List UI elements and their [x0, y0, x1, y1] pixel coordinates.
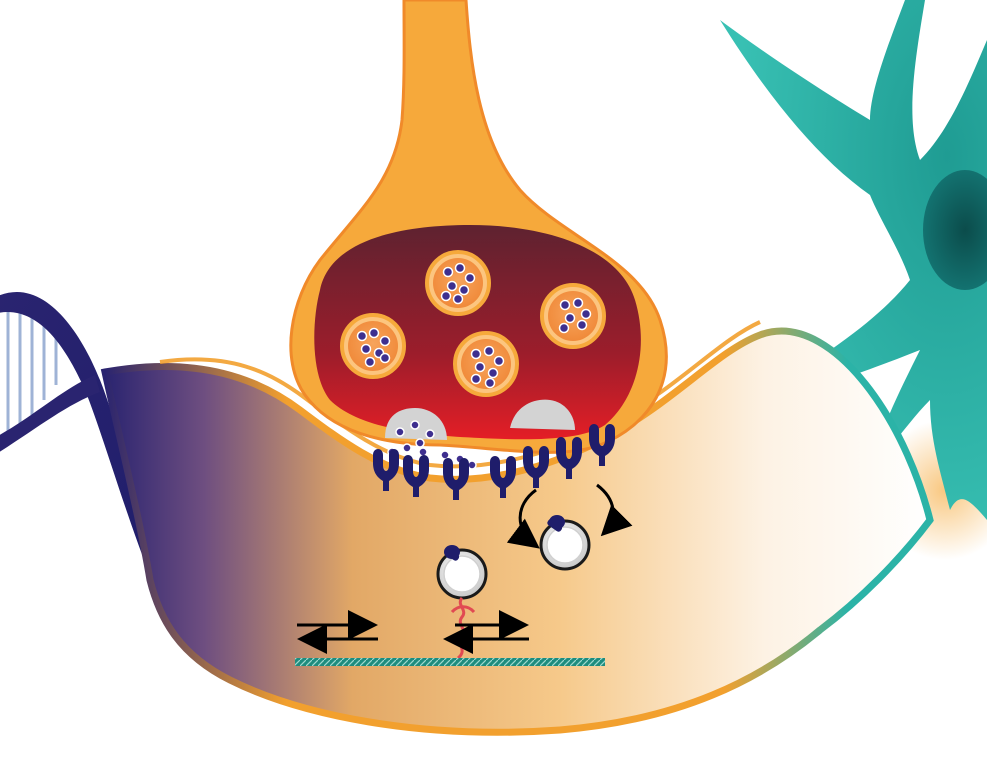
transport-arrows-right	[443, 610, 529, 654]
dna-double-helix	[0, 292, 175, 600]
receptor	[547, 515, 565, 532]
synaptic-vesicle	[453, 331, 519, 397]
fusing-vesicle	[385, 408, 447, 448]
fused-vesicle-pocket	[510, 399, 575, 430]
postsynaptic-receptors	[373, 424, 615, 500]
receptor	[589, 424, 615, 466]
synaptic-vesicles	[340, 250, 606, 397]
synaptic-vesicle	[425, 250, 491, 316]
receptor	[373, 449, 399, 491]
cytoskeletal-track	[295, 658, 605, 666]
recycle-arrow-right	[596, 483, 633, 537]
synaptic-vesicle	[540, 283, 606, 349]
receptor	[443, 458, 469, 500]
receptor	[523, 446, 549, 488]
recycle-arrow-left	[506, 488, 540, 549]
glial-nucleus	[923, 170, 987, 290]
receptor-recycling	[506, 483, 633, 571]
receptor	[403, 455, 429, 497]
transport-arrows-left	[297, 610, 378, 654]
synaptic-vesicle	[340, 313, 406, 379]
receptor	[490, 456, 516, 498]
receptor	[444, 545, 460, 561]
receptor	[556, 437, 582, 479]
